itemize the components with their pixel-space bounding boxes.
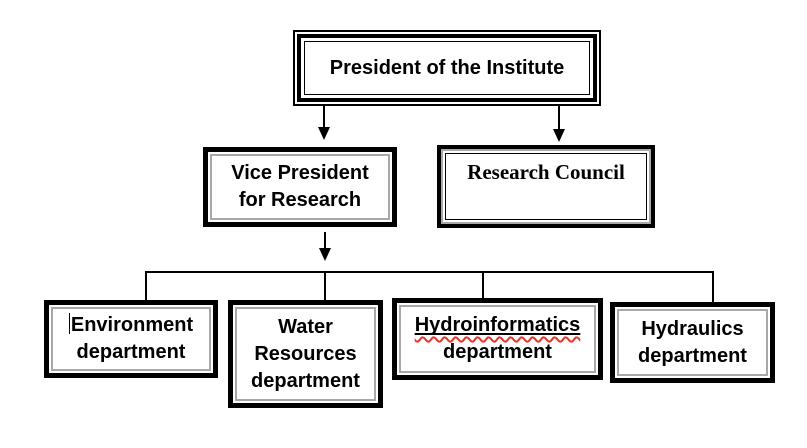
vice-president-label-line1: Vice President: [231, 162, 369, 184]
departments-rail-line: [145, 271, 714, 273]
spellcheck-underline: Hydroinformatics: [415, 314, 581, 336]
president-border-inner: President of the Institute: [304, 41, 590, 95]
president-label: President of the Institute: [329, 56, 565, 79]
node-research-council[interactable]: Research Council: [437, 145, 655, 228]
research-council-border-mid: Research Council: [441, 149, 651, 224]
water-resources-label-line2: Resources: [254, 342, 357, 365]
hydraulics-border-inner: Hydraulics department: [617, 309, 768, 376]
node-vice-president[interactable]: Vice President for Research: [203, 147, 397, 227]
research-council-border-inner: Research Council: [445, 153, 647, 220]
water-resources-label-line3: department: [251, 369, 360, 392]
environment-label-line2: department: [76, 341, 186, 363]
connector-president-to-vp-line: [323, 86, 325, 128]
hydroinformatics-border-inner: Hydroinformatics department: [399, 305, 596, 373]
environment-label-line1: Environment: [70, 314, 194, 336]
research-council-label: Research Council: [467, 160, 625, 184]
hydroinformatics-label-line2: department: [443, 341, 552, 363]
node-water-resources-department[interactable]: Water Resources department: [228, 300, 383, 408]
hydroinformatics-label-line1: Hydroinformatics: [414, 314, 581, 336]
vice-president-border-inner: Vice President for Research: [210, 154, 390, 220]
connector-vp-to-rail-line: [324, 232, 326, 249]
arrowhead-down-icon: [553, 129, 565, 142]
text-cursor: [68, 313, 70, 334]
water-resources-label-line1: Water: [278, 315, 333, 338]
node-hydraulics-department[interactable]: Hydraulics department: [610, 302, 775, 383]
node-president[interactable]: President of the Institute: [293, 30, 601, 106]
drop-to-hydroinformatics-line: [482, 271, 484, 299]
node-environment-department[interactable]: Environment department: [44, 300, 218, 378]
hydraulics-label-line2: department: [638, 344, 747, 367]
drop-to-water-resources-line: [324, 271, 326, 301]
drop-to-environment-line: [145, 271, 147, 301]
connector-president-to-council-line: [558, 90, 560, 130]
water-resources-border-inner: Water Resources department: [235, 307, 376, 401]
arrowhead-down-icon: [319, 248, 331, 261]
hydraulics-label-line1: Hydraulics: [641, 317, 744, 340]
environment-border-inner: Environment department: [51, 307, 211, 371]
node-hydroinformatics-department[interactable]: Hydroinformatics department: [392, 298, 603, 380]
president-border-mid: President of the Institute: [297, 34, 597, 102]
arrowhead-down-icon: [318, 127, 330, 140]
vice-president-label-line2: for Research: [238, 189, 362, 211]
drop-to-hydraulics-line: [712, 271, 714, 303]
